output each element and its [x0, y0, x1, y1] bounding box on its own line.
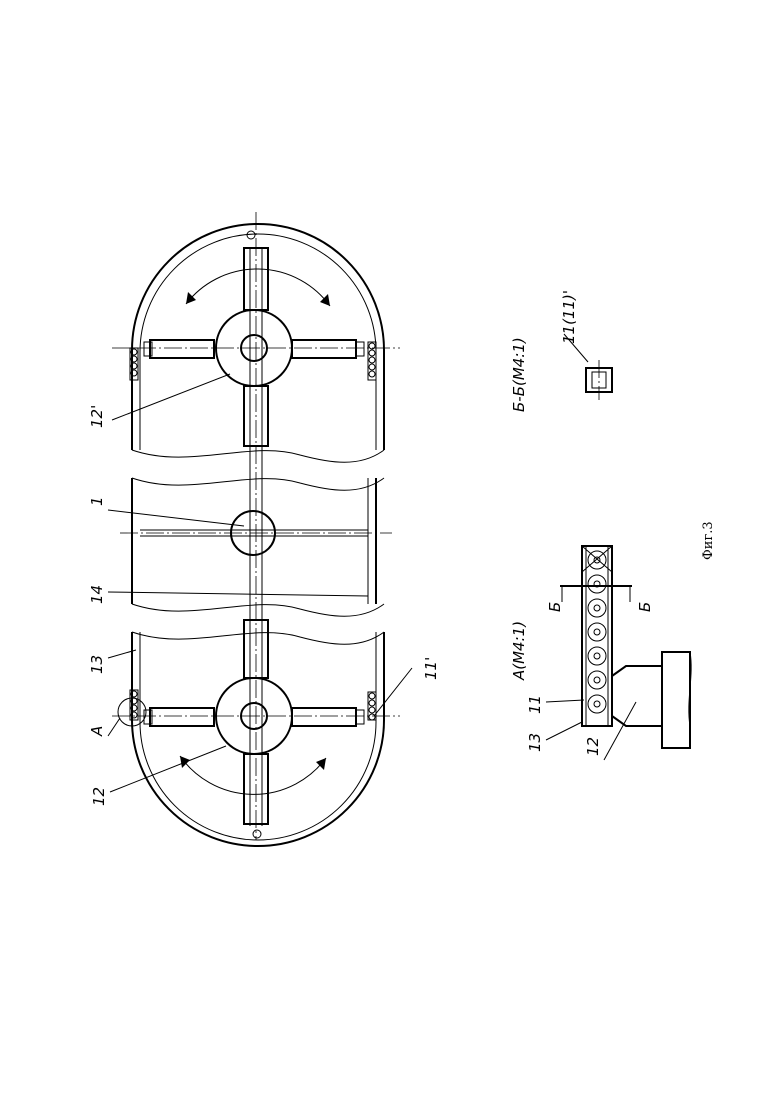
- hub-12-prime: [144, 248, 364, 446]
- cut-label-1: Б: [546, 602, 564, 612]
- section-title: Б-Б(М4:1): [510, 337, 528, 412]
- rotation-arrow-bottom: [180, 756, 326, 794]
- detail-a: А(М4:1) Б Б 11 13 12: [510, 546, 691, 760]
- label-1: 1: [88, 496, 106, 506]
- rotation-arrow-top: [186, 269, 330, 306]
- detail-title: А(М4:1): [510, 621, 528, 681]
- section-b-b: Б-Б(М4:1) 11(11)': [510, 290, 612, 412]
- detail-hub-block: [662, 652, 690, 748]
- detail-tooth: [612, 666, 662, 726]
- main-view: 12' 1 14 13 А 11' 12: [88, 212, 440, 846]
- break-line-1: [132, 450, 384, 462]
- detail-label-13: 13: [526, 733, 544, 752]
- outer-frame-bottom: [132, 632, 384, 846]
- cut-label-2: Б: [636, 602, 654, 612]
- break-line-4: [132, 632, 384, 644]
- leader-lines: [108, 374, 412, 792]
- label-11-prime: 11': [422, 657, 440, 680]
- hub-12: [144, 620, 364, 824]
- label-14: 14: [88, 585, 106, 604]
- pin-bottom: [253, 830, 261, 838]
- pin-top: [247, 231, 255, 239]
- outer-frame-top: [132, 224, 384, 450]
- label-12-prime: 12': [88, 405, 106, 428]
- detail-label-11: 11: [526, 695, 544, 714]
- break-line-2: [132, 478, 384, 490]
- figure-caption: Фиг.3: [701, 521, 716, 560]
- detail-label-12: 12: [584, 737, 602, 756]
- break-line-3: [132, 604, 384, 616]
- section-label: 11(11)': [560, 290, 578, 344]
- inner-frame-bottom: [140, 632, 376, 840]
- label-a: А: [88, 726, 106, 737]
- label-12: 12: [90, 787, 108, 806]
- label-13: 13: [88, 655, 106, 674]
- inner-frame-top: [140, 234, 376, 450]
